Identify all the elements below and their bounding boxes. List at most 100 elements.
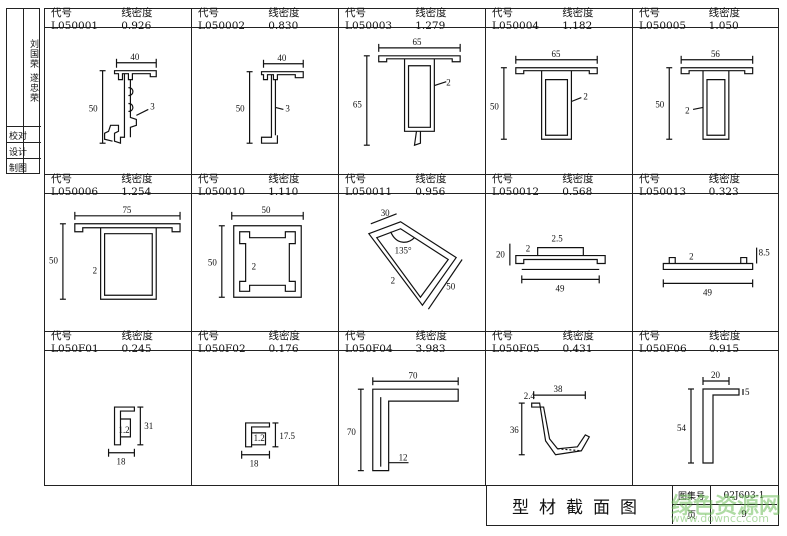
dim-label: 50 [89, 103, 98, 113]
profile-density: 线密度 0.245 [121, 329, 153, 355]
dim-label: 70 [347, 427, 356, 437]
profile-drawing: 20 5 54 [633, 351, 778, 485]
signature-area: 刘国荣 遂忠荣 [7, 9, 41, 127]
profile-drawing: 65 65 2 [339, 28, 485, 174]
sidebar-label-design: 设计 [9, 148, 28, 158]
profile-header: 代号 L050005 线密度 1.050 [633, 7, 778, 32]
dim-label: 54 [677, 423, 687, 433]
profile-code: 代号 L050005 [639, 6, 687, 32]
dim-label: 56 [711, 49, 720, 59]
signature-strip: 刘国荣 遂忠荣 校对 设计 制图 [6, 8, 41, 174]
profile-drawing: 8.5 2 49 [633, 194, 778, 331]
profile-density: 线密度 1.279 [415, 6, 447, 32]
profile-drawing: 75 50 2 [45, 194, 191, 331]
signature-divider [23, 9, 24, 173]
profile-code: 代号 L050F04 [345, 329, 393, 355]
profile-code: 代号 L050002 [198, 6, 246, 32]
dim-label: 18 [117, 457, 126, 467]
profile-density: 线密度 0.830 [268, 6, 300, 32]
dim-label: 50 [236, 103, 245, 113]
profile-code: 代号 L050012 [492, 172, 540, 198]
title-block: 型材截面图 图集号 02J603-1 页 9 [486, 486, 779, 526]
profile-density: 线密度 0.431 [562, 329, 594, 355]
dim-label: 40 [277, 53, 286, 63]
profile-code: 代号 L050003 [345, 6, 393, 32]
profile-code: 代号 L050010 [198, 172, 246, 198]
signature: 刘国荣 遂忠荣 [28, 39, 38, 103]
profile-code: 代号 L050F01 [51, 329, 99, 355]
dim-label: 2 [689, 252, 693, 262]
dim-label: 20 [496, 250, 505, 260]
drawing-title: 型材截面图 [487, 486, 673, 524]
profile-drawing: 40 50 3 [45, 28, 191, 174]
profile-code: 代号 L050F05 [492, 329, 540, 355]
dim-label: 2 [526, 244, 530, 254]
sidebar-label-draw: 制图 [9, 164, 28, 174]
dim-label: 2 [93, 265, 97, 275]
profile-density: 线密度 0.956 [415, 172, 447, 198]
profile-density: 线密度 1.050 [708, 6, 741, 32]
dim-label: 65 [412, 37, 421, 47]
profile-code: 代号 L050F06 [639, 329, 687, 355]
profile-density: 线密度 0.176 [268, 329, 300, 355]
profile-density: 线密度 1.254 [121, 172, 153, 198]
dim-label: 70 [409, 370, 418, 380]
page-row: 页 9 [673, 505, 777, 524]
dim-label: 75 [122, 205, 131, 215]
profile-cell: 代号 L050006 线密度 1.254 75 50 2 [45, 173, 192, 332]
sidebar-row: 设计 [7, 143, 41, 159]
page-label: 页 [673, 505, 711, 524]
dim-label: 20 [711, 370, 721, 380]
dim-label: 38 [554, 384, 563, 394]
dim-label: 50 [490, 101, 499, 111]
profile-header: 代号 L050002 线密度 0.830 [192, 7, 338, 32]
dim-label: 50 [262, 205, 271, 215]
dim-label: 2 [685, 105, 689, 115]
profile-drawing: 50 50 2 [192, 194, 338, 331]
dim-label: 2 [583, 92, 587, 102]
profile-drawing: 20 2.5 2 49 [486, 194, 632, 331]
dim-label: 65 [552, 49, 561, 59]
profile-cell: 代号 L050F02 线密度 0.176 1.2 17.5 18 [192, 330, 339, 485]
dim-label: 31 [144, 421, 153, 431]
profile-cell: 代号 L050F01 线密度 0.245 1.2 31 18 [45, 330, 192, 485]
profile-code: 代号 L050004 [492, 6, 540, 32]
dim-label: 65 [353, 99, 362, 109]
profile-header: 代号 L050006 线密度 1.254 [45, 173, 191, 198]
profile-drawing: 30 135° 50 2 [339, 194, 485, 331]
dim-label: 1.2 [118, 425, 129, 435]
profile-header: 代号 L050F01 线密度 0.245 [45, 330, 191, 355]
profile-code: 代号 L050F02 [198, 329, 246, 355]
dim-label: 50 [446, 281, 455, 291]
profile-drawing: 70 70 12 [339, 351, 485, 485]
dim-label: 50 [655, 99, 664, 109]
sidebar-label-check: 校对 [9, 132, 28, 142]
dim-label: 18 [250, 459, 259, 469]
page-value: 9 [741, 509, 747, 520]
profile-drawing: 1.2 17.5 18 [192, 351, 338, 485]
dim-label: 50 [49, 255, 58, 265]
dim-label: 17.5 [279, 431, 295, 441]
dim-label: 2 [391, 275, 395, 285]
atlas-label: 图集号 [673, 486, 711, 505]
dim-label: 2 [446, 78, 450, 88]
profile-code: 代号 L050006 [51, 172, 99, 198]
dim-label: 30 [381, 208, 390, 218]
dim-label: 2.5 [552, 234, 564, 244]
profile-drawing: 1.2 31 18 [45, 351, 191, 485]
